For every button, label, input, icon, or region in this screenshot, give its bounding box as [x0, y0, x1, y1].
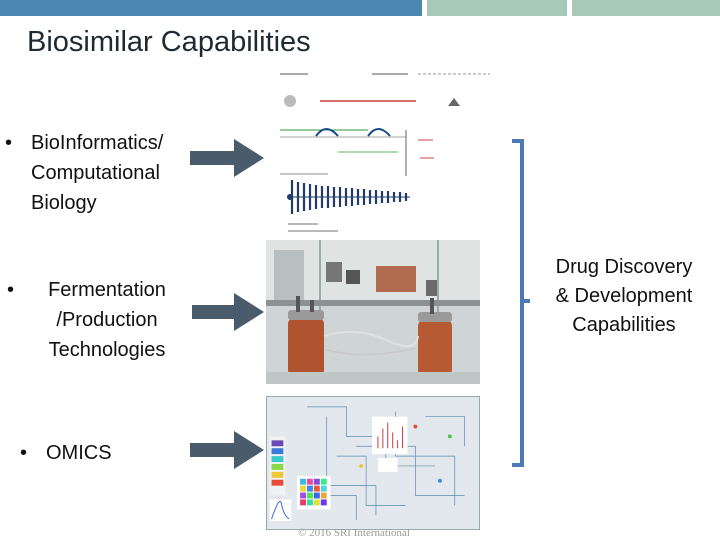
header-band-accent-2: [572, 0, 720, 16]
bullet-text: Fermentation /Production Technologies: [48, 279, 166, 361]
bullet-omics: • OMICS: [20, 438, 140, 468]
outcome-label: Drug Discovery & Development Capabilitie…: [555, 256, 693, 336]
slide-title: Biosimilar Capabilities: [27, 26, 311, 58]
right-arrow-icon: [190, 139, 264, 177]
bullet-bioinformatics: • BioInformatics/ Computational Biology: [5, 128, 185, 218]
right-brace-icon: [512, 139, 530, 467]
fermentation-bioreactor-photo: [266, 240, 480, 384]
right-arrow-icon: [190, 431, 264, 469]
bullet-text: BioInformatics/ Computational Biology: [31, 132, 164, 214]
copyright-footer: © 2016 SRI International: [298, 527, 410, 539]
bullet-text: OMICS: [46, 442, 112, 464]
bullet-marker: •: [5, 132, 13, 154]
bioinformatics-diagram-image: [268, 66, 500, 238]
bullet-marker: •: [7, 279, 15, 301]
header-band-primary: [0, 0, 422, 16]
bullet-marker: •: [20, 442, 28, 464]
right-arrow-icon: [192, 293, 264, 331]
bullet-fermentation: • Fermentation /Production Technologies: [7, 275, 187, 365]
header-band-accent: [427, 0, 567, 16]
omics-pathway-screenshot: [266, 396, 480, 530]
